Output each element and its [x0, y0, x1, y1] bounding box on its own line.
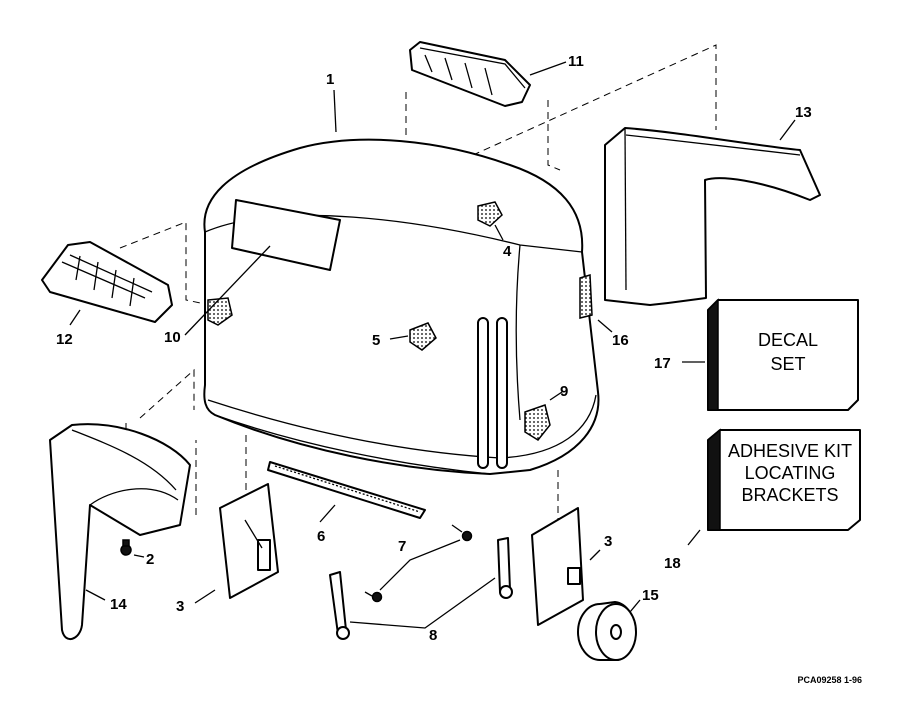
top-cowl [203, 138, 600, 475]
bracket-8-right [497, 537, 513, 599]
leader-lines [69, 61, 796, 629]
callout-16: 16 [612, 332, 629, 349]
adhesive-line-1: ADHESIVE KIT [728, 441, 852, 461]
adhesive-line-3: BRACKETS [741, 485, 838, 505]
bracket-panel-left [219, 483, 279, 599]
bracket-8-left [329, 571, 350, 640]
callout-1: 1 [326, 71, 334, 88]
reference-code: PCA09258 1-96 [797, 675, 862, 685]
screw-7-upper [451, 524, 473, 542]
callout-13: 13 [795, 104, 812, 121]
callout-9: 9 [560, 383, 568, 400]
callout-3-left: 3 [176, 598, 184, 615]
callout-8: 8 [429, 627, 437, 644]
pad-9 [524, 404, 551, 441]
callout-18: 18 [664, 555, 681, 572]
callout-2: 2 [146, 551, 154, 568]
callout-14: 14 [110, 596, 127, 613]
callout-4: 4 [503, 243, 512, 260]
callout-17: 17 [654, 355, 671, 372]
callout-15: 15 [642, 587, 659, 604]
screw-2 [120, 539, 132, 556]
rear-cover [604, 127, 821, 306]
callout-10: 10 [164, 329, 181, 346]
callout-3-right: 3 [604, 533, 612, 550]
screw-7-lower [364, 591, 383, 603]
adhesive-line-2: LOCATING [745, 463, 836, 483]
adhesive-kit-box: ADHESIVE KIT LOCATING BRACKETS [707, 428, 861, 531]
tape-roll [577, 601, 637, 661]
pad-16 [579, 274, 593, 319]
pad-5 [409, 322, 437, 351]
callout-5: 5 [372, 332, 380, 349]
callout-11: 11 [568, 53, 584, 70]
top-vent-grille [409, 41, 531, 107]
pad-4 [477, 201, 503, 227]
decal-line-1: DECAL [758, 330, 818, 350]
decal-set-box: DECAL SET [707, 298, 859, 411]
decal-line-2: SET [770, 354, 805, 374]
callout-12: 12 [56, 331, 73, 348]
lower-side-cover [49, 423, 191, 640]
seal-strip [267, 461, 426, 519]
callout-numbers: 1 2 3 3 4 5 6 7 8 9 10 11 12 13 14 15 16… [56, 53, 812, 644]
callout-7: 7 [398, 538, 406, 555]
side-vent-grille [41, 241, 173, 323]
callout-6: 6 [317, 528, 325, 545]
bracket-panel-right [531, 507, 584, 626]
